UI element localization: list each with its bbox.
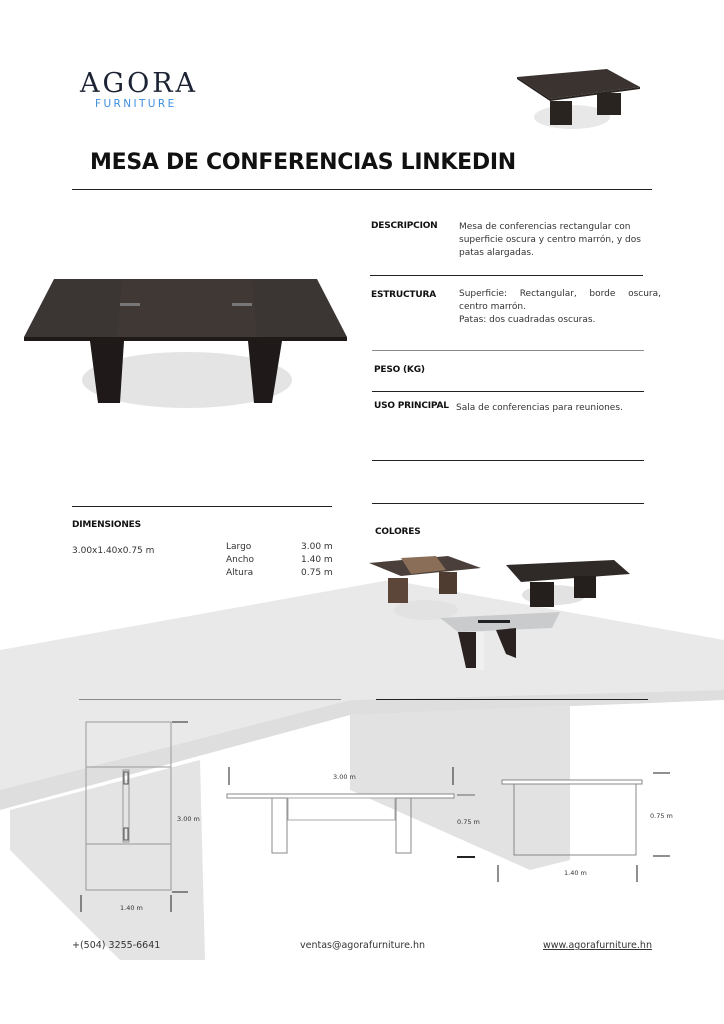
spec-divider (372, 503, 644, 504)
side-view-drawing (497, 772, 670, 882)
spec-value-uso: Sala de conferencias para reuniones. (456, 403, 623, 413)
spec-label-peso: PESO (KG) (374, 365, 425, 375)
header-table-image (517, 69, 640, 129)
top-view-length-label: 3.00 m (177, 815, 200, 823)
spec-value-estructura-2: Patas: dos cuadradas oscuras. (459, 315, 596, 325)
dim-value-largo: 3.00 m (301, 542, 333, 552)
colors-label: COLORES (375, 527, 421, 537)
drawings-divider-right (376, 699, 648, 700)
dimensions-divider (72, 506, 332, 507)
footer-email[interactable]: ventas@agorafurniture.hn (300, 940, 425, 951)
color-variants-image (369, 556, 630, 670)
top-view-drawing (80, 721, 188, 912)
side-view-height-label: 0.75 m (650, 812, 673, 820)
main-product-image (24, 279, 347, 408)
spec-value-estructura-1: Superficie: Rectangular, borde oscura, c… (459, 289, 661, 312)
top-view-width-label: 1.40 m (120, 904, 143, 912)
footer-website-link[interactable]: www.agorafurniture.hn (543, 940, 652, 951)
dim-value-altura: 0.75 m (301, 568, 333, 578)
spec-value-descripcion: Mesa de conferencias rectangular con sup… (459, 222, 641, 258)
dimensions-label: DIMENSIONES (72, 520, 141, 530)
footer-phone: +(504) 3255-6641 (72, 940, 161, 951)
color-swatch-dark (506, 560, 630, 582)
front-view-height-tick (457, 856, 475, 858)
dimensions-summary: 3.00x1.40x0.75 m (72, 546, 155, 556)
dim-name-largo: Largo (226, 542, 252, 552)
spec-label-estructura: ESTRUCTURA (371, 290, 436, 300)
spec-divider (372, 460, 644, 461)
brand-logo: AGORA (80, 68, 199, 99)
title-divider (72, 189, 652, 190)
brand-subtitle: FURNITURE (95, 98, 177, 110)
spec-label-uso: USO PRINCIPAL (374, 401, 449, 411)
spec-divider (372, 391, 644, 392)
dim-value-ancho: 1.40 m (301, 555, 333, 565)
front-view-height-label: 0.75 m (457, 818, 480, 826)
dim-name-ancho: Ancho (226, 555, 255, 565)
spec-label-descripcion: DESCRIPCION (371, 221, 438, 231)
front-view-drawing (226, 767, 475, 854)
page-title: MESA DE CONFERENCIAS LINKEDIN (90, 150, 516, 175)
side-view-width-label: 1.40 m (564, 869, 587, 877)
spec-divider (370, 275, 643, 276)
drawings-divider-left (79, 699, 341, 700)
spec-divider (372, 350, 644, 351)
dim-name-altura: Altura (226, 568, 254, 578)
front-view-length-label: 3.00 m (333, 773, 356, 781)
